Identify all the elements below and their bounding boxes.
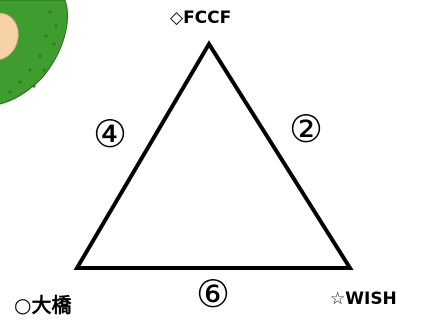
vertex-label-bottom-right: ☆WISH (330, 289, 397, 309)
triangle-shape (73, 40, 354, 270)
green-leaf-plate-icon (0, 0, 68, 105)
blob-shape (0, 12, 19, 60)
edge-label-bottom: ⑥ (196, 272, 231, 316)
vertex-label-bottom-left: ○大橋 (14, 293, 72, 317)
edge-label-left: ④ (93, 112, 128, 156)
edge-label-right: ② (289, 107, 324, 151)
vertex-label-top: ◇FCCF (170, 8, 232, 28)
leaf-dots (8, 10, 58, 94)
